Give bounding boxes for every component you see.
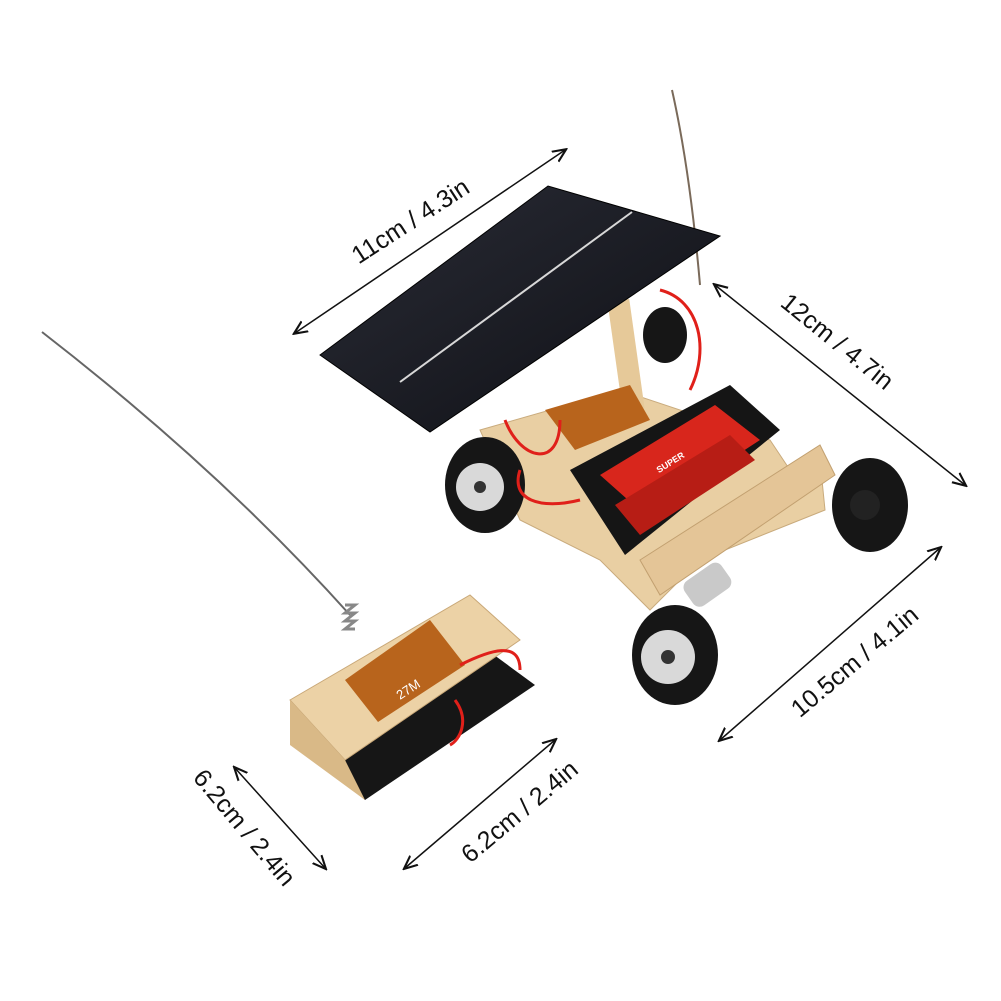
wheel-front-left — [445, 437, 525, 533]
label-remote-width: 6.2cm / 2.4in — [456, 755, 584, 868]
dimension-arrow-remote-width — [405, 740, 555, 868]
dimension-arrow-car-length — [715, 285, 965, 485]
label-car-length: 12cm / 4.7in — [775, 288, 898, 395]
wires — [503, 288, 702, 506]
remote-board — [345, 620, 465, 722]
car-mast — [607, 299, 645, 411]
remote-battery-box — [290, 630, 535, 800]
wheel-front-right — [632, 605, 718, 705]
remote-side — [290, 700, 365, 800]
dimension-arrow-remote-length — [235, 768, 325, 868]
dimension-arrow-panel — [295, 150, 565, 333]
label-car-width: 10.5cm / 4.1in — [786, 601, 924, 723]
remote-control: 27M — [289, 594, 535, 800]
car-antenna — [671, 89, 701, 286]
wheel-rear-right — [832, 458, 908, 552]
remote-antenna — [41, 331, 351, 616]
car: SUPER — [319, 185, 908, 705]
dimension-arrow-car-width — [720, 548, 940, 740]
remote-spring — [340, 603, 360, 631]
circuit-board — [545, 385, 650, 450]
label-remote-length: 6.2cm / 2.4in — [187, 764, 300, 892]
wheel-rear-left — [643, 307, 687, 363]
